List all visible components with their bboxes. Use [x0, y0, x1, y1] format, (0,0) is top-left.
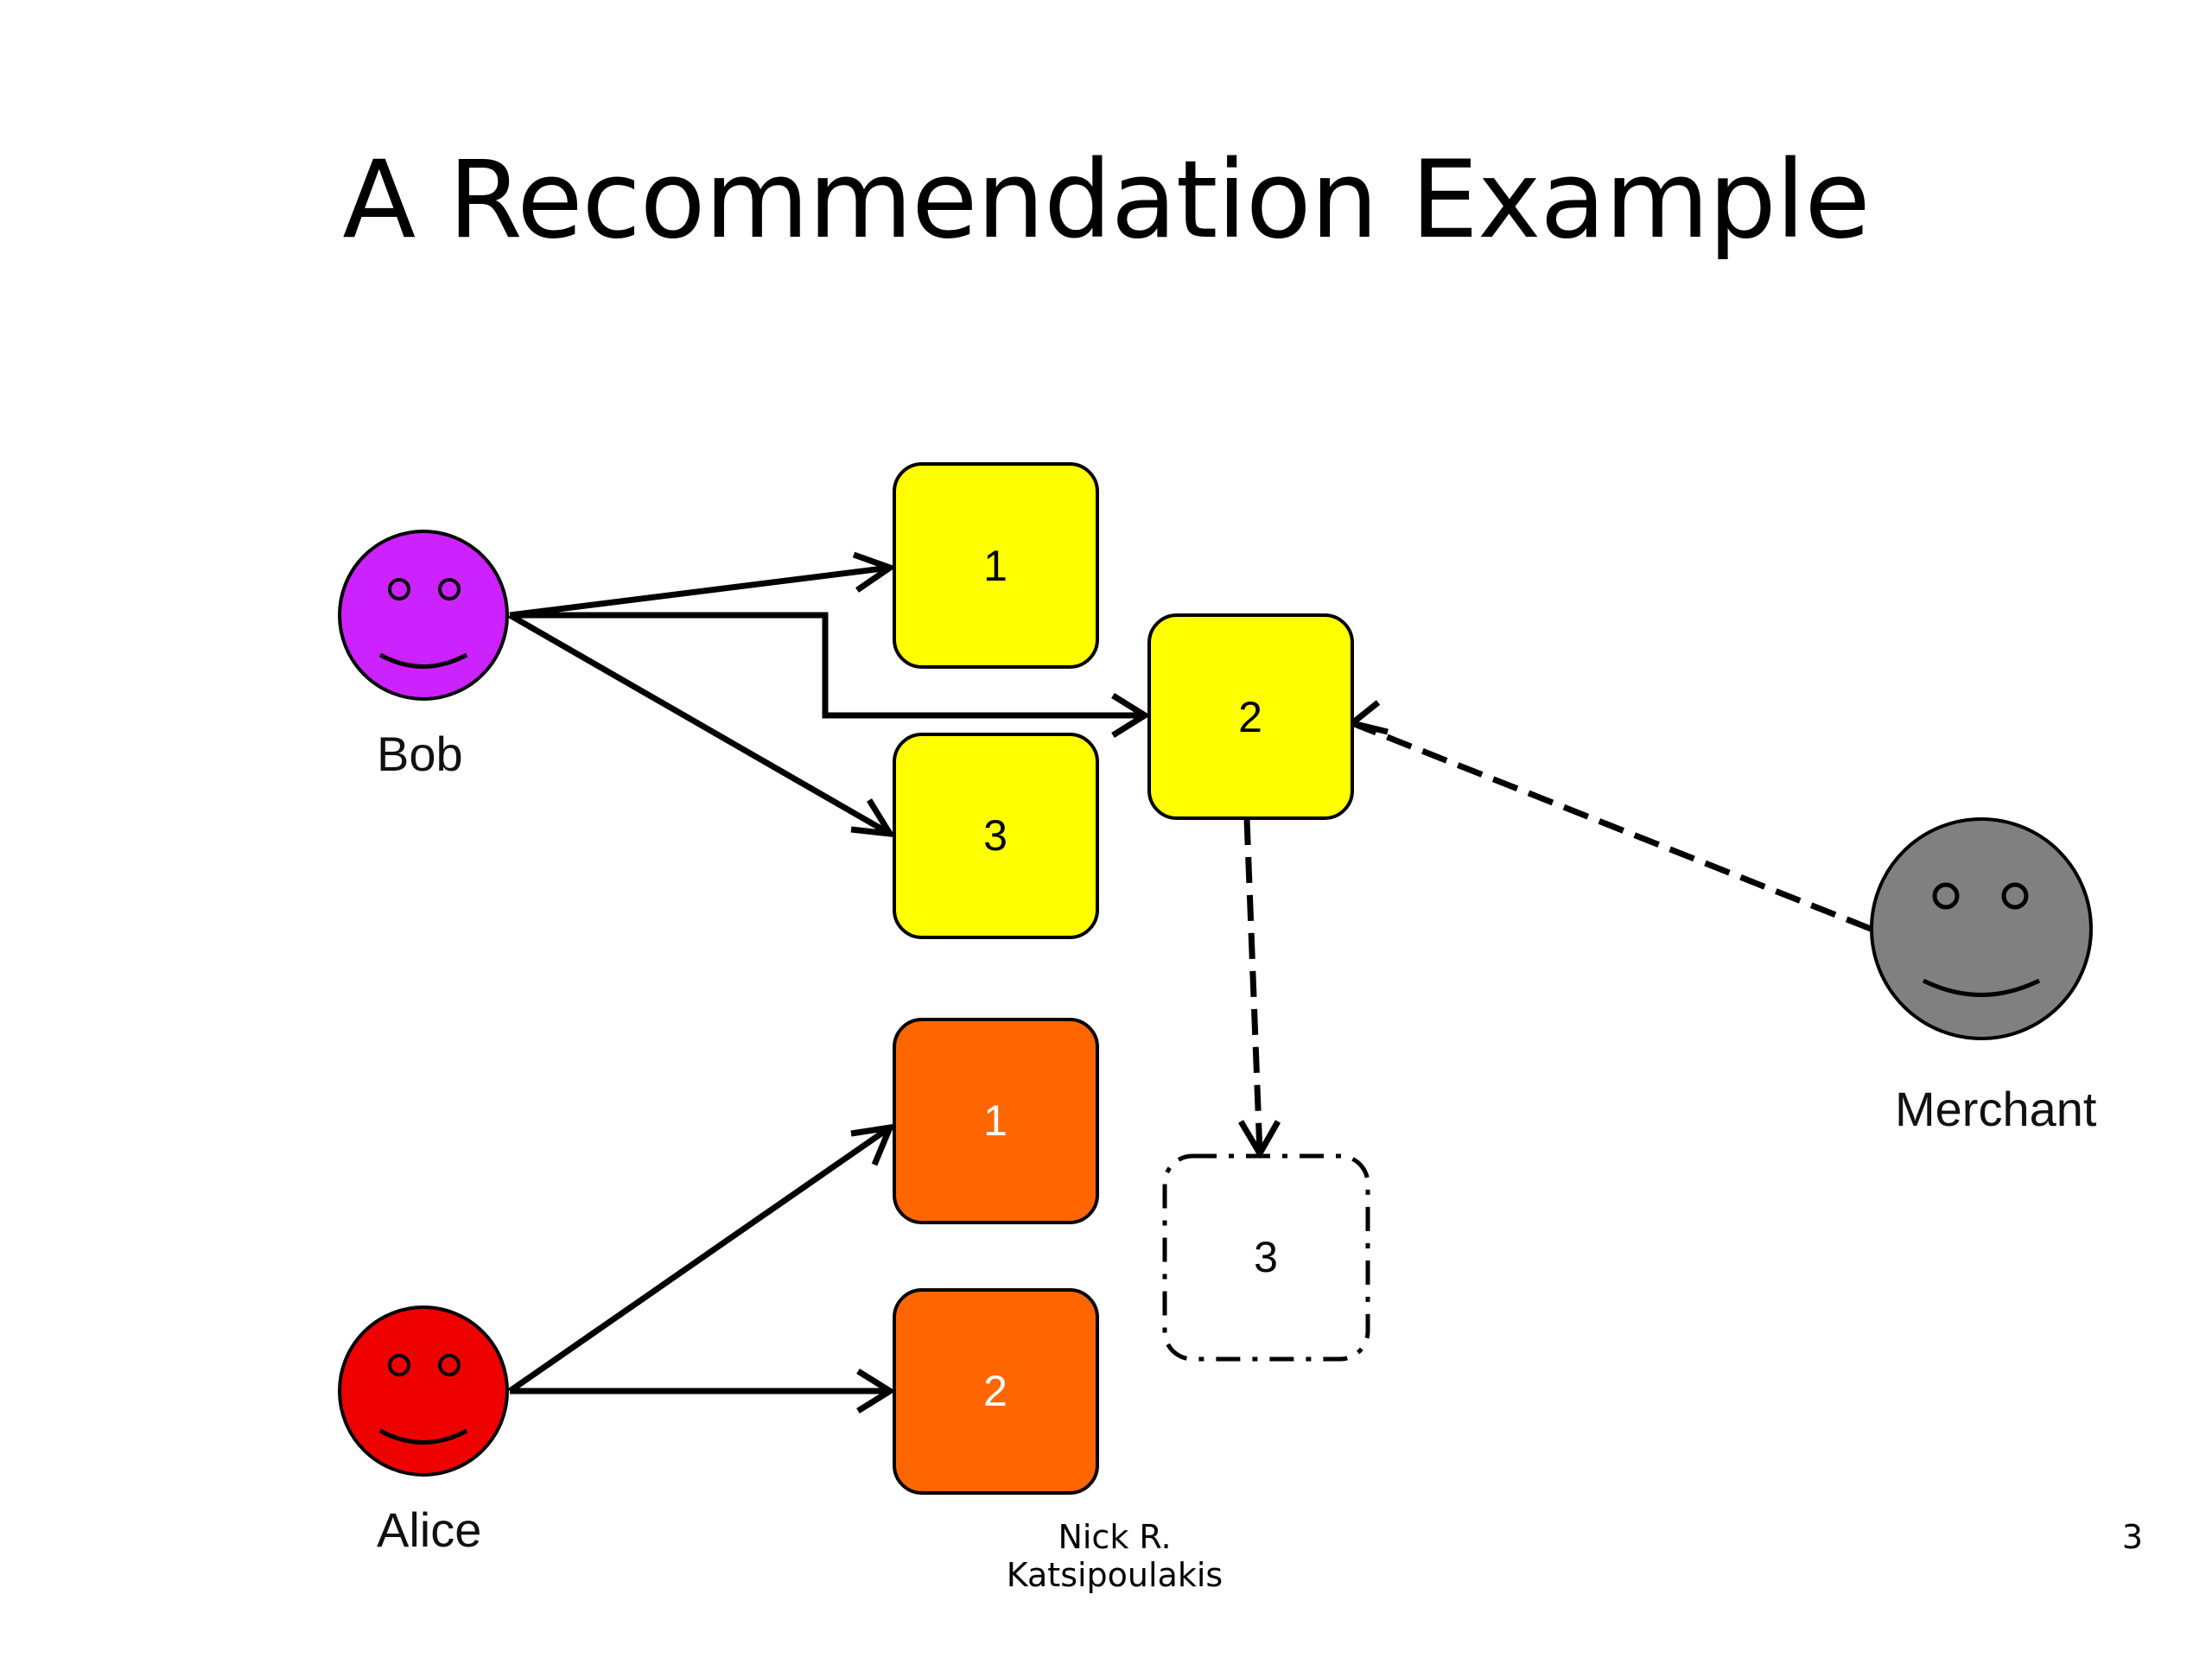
bob-item-2-label: 2 [1238, 693, 1262, 741]
bob-item-3-label: 3 [983, 811, 1007, 860]
alice-smile [378, 1428, 468, 1445]
merchant-right-eye [2001, 882, 2029, 910]
alice-item-1-label: 1 [983, 1096, 1007, 1145]
bob-to-item-3-arrow [508, 612, 896, 838]
recommended-item-3-label: 3 [1254, 1233, 1278, 1281]
merchant-left-eye [1932, 882, 1960, 910]
recommended-item-3-box: 3 [1162, 1153, 1370, 1362]
merchant-avatar [1870, 817, 2093, 1040]
merchant-label: Merchant [1895, 1082, 2097, 1136]
slide-title: A Recommendation Example [342, 138, 1870, 263]
bob-avatar [338, 530, 509, 701]
bob-smile [378, 652, 468, 669]
bob-item-3-box: 3 [893, 733, 1099, 939]
merchant-smile [1922, 978, 2041, 997]
bob-right-eye [438, 578, 461, 600]
bob-to-item-2-arrow [510, 612, 1151, 738]
alice-to-item-2-arrow [510, 1369, 896, 1413]
alice-item-1-box: 1 [893, 1018, 1099, 1224]
bob-item-2-box: 2 [1147, 613, 1354, 820]
bob-left-eye [388, 578, 410, 600]
alice-label: Alice [377, 1502, 481, 1557]
footer-author: Nick R. Katsipoulakis [1006, 1518, 1224, 1594]
alice-to-item-1-arrow [508, 1123, 895, 1394]
merchant-to-item-2-arrow [1345, 700, 1872, 932]
page-number: 3 [2121, 1518, 2143, 1556]
item-2-to-recommended-item-3-arrow [1237, 818, 1281, 1159]
bob-label: Bob [377, 727, 463, 781]
alice-left-eye [388, 1354, 410, 1376]
alice-item-2-box: 2 [893, 1288, 1099, 1495]
bob-to-item-1-arrow [509, 551, 897, 619]
alice-right-eye [438, 1354, 461, 1376]
alice-item-2-label: 2 [983, 1367, 1007, 1415]
bob-item-1-box: 1 [893, 462, 1099, 669]
alice-avatar [338, 1305, 509, 1477]
bob-item-1-label: 1 [983, 542, 1007, 590]
